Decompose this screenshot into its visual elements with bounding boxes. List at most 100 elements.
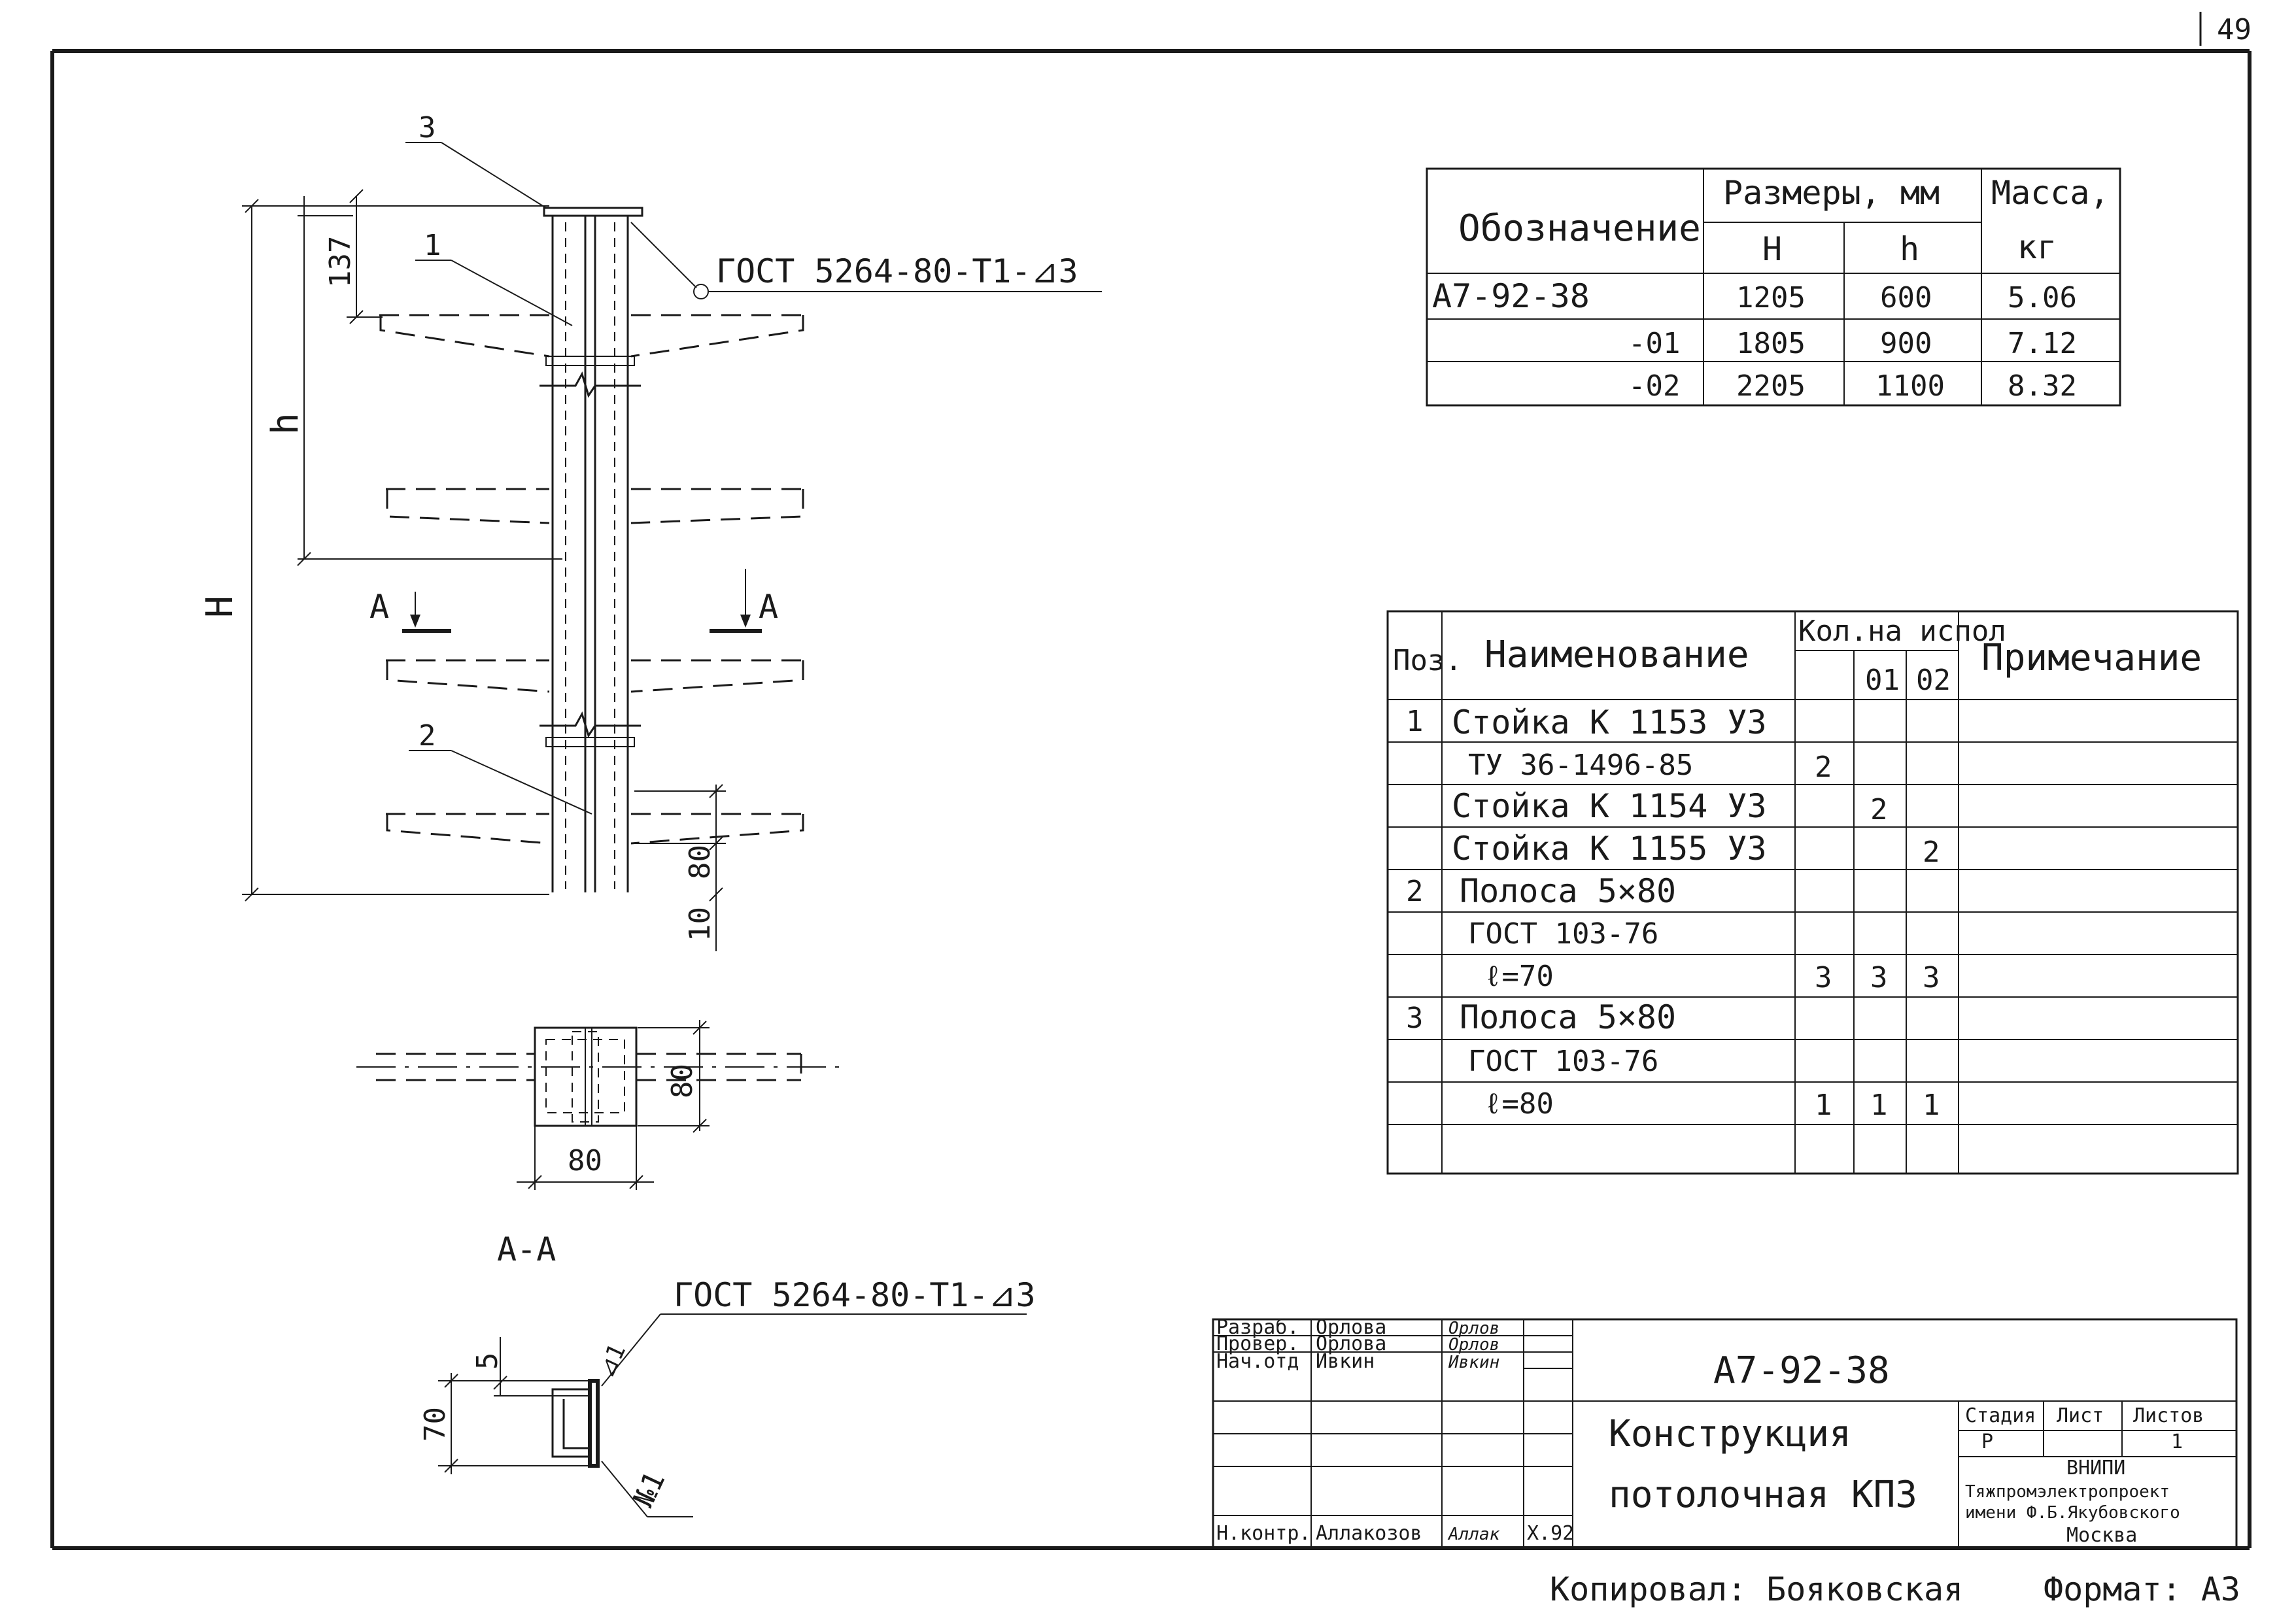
table-row: А7-92-38 1205 600 5.06 bbox=[1432, 277, 2077, 315]
weld-leg: ⊿1 bbox=[592, 1340, 631, 1381]
size-cell-mass: 5.06 bbox=[2008, 281, 2077, 314]
size-cell-h: 600 bbox=[1880, 281, 1932, 314]
size-cell-h: 1100 bbox=[1875, 369, 1945, 403]
tb-org-1: ВНИПИ bbox=[2066, 1457, 2125, 1480]
title-block: Разраб. Орлова Орлов Провер. Орлова Орло… bbox=[1212, 1316, 2238, 1549]
spec-cell-pos: 3 bbox=[1406, 1002, 1424, 1035]
tb-sheets-label: Листов bbox=[2133, 1404, 2204, 1427]
spec-cell-q2: 1 bbox=[1923, 1089, 1940, 1122]
spec-cell-name: Стойка К 1155 У3 bbox=[1452, 830, 1767, 868]
spec-cell-pos: 1 bbox=[1406, 705, 1424, 738]
weld-note-section: ГОСТ 5264-80-Т1-⊿3 bbox=[674, 1276, 1036, 1314]
spec-cell-name: Стойка К 1153 У3 bbox=[1452, 703, 1767, 741]
dim-80-side: 80 bbox=[683, 845, 717, 879]
top-plate bbox=[543, 207, 643, 217]
tb-sheet-label: Лист bbox=[2057, 1404, 2104, 1427]
list-item: Нач.отд Ивкин Ивкин bbox=[1216, 1350, 1499, 1373]
size-cell-mass: 8.32 bbox=[2008, 369, 2077, 403]
spec-th-pos: Поз. bbox=[1393, 644, 1462, 677]
tb-org-4: Москва bbox=[2066, 1524, 2137, 1547]
table-row: Стойка К 1154 У3 2 bbox=[1452, 787, 1888, 826]
size-th-sizes: Размеры, мм bbox=[1723, 174, 1940, 212]
drawing-title-1: Конструкция bbox=[1609, 1413, 1851, 1455]
page-number: 49 bbox=[2217, 13, 2251, 46]
spec-cell-name: ℓ=70 bbox=[1484, 960, 1554, 993]
tb-org-3: имени Ф.Б.Якубовского bbox=[1965, 1503, 2180, 1523]
table-row: ГОСТ 103-76 bbox=[1468, 1045, 1658, 1078]
tb-name: Ивкин bbox=[1316, 1350, 1375, 1373]
size-th-H: Н bbox=[1762, 230, 1782, 268]
spec-cell-name: Полоса 5×80 bbox=[1460, 872, 1676, 910]
weld-number: №1 bbox=[627, 1466, 672, 1512]
size-table: Обозначение Размеры, мм Масса, кг Н h А7… bbox=[1426, 167, 2121, 407]
size-th-mass-unit: кг bbox=[2017, 228, 2057, 266]
tb-role: Разраб. bbox=[1216, 1316, 1299, 1339]
break-line-2 bbox=[539, 711, 641, 738]
dim-5: 5 bbox=[471, 1353, 504, 1370]
drawing-title-2: потолочная КП3 bbox=[1609, 1474, 1917, 1516]
spec-cell-name: ГОСТ 103-76 bbox=[1468, 1045, 1658, 1078]
size-th-designation: Обозначение bbox=[1458, 207, 1701, 250]
spec-cell-q2: 2 bbox=[1923, 836, 1940, 869]
table-row: -02 2205 1100 8.32 bbox=[1628, 369, 2077, 403]
spec-th-note: Примечание bbox=[1981, 637, 2202, 679]
size-cell-designation: -01 bbox=[1628, 327, 1680, 360]
size-cell-h: 900 bbox=[1880, 327, 1932, 360]
spec-cell-name: Полоса 5×80 bbox=[1460, 998, 1676, 1036]
list-item: Разраб. Орлова Орлов bbox=[1216, 1316, 1499, 1339]
plan-view: 80 80 А-А bbox=[356, 1020, 844, 1268]
drawing-code: А7-92-38 bbox=[1713, 1349, 1890, 1392]
spec-cell-name: ГОСТ 103-76 bbox=[1468, 917, 1658, 951]
tb-norm-signature: Аллак bbox=[1447, 1525, 1500, 1544]
size-th-mass: Масса, bbox=[1991, 174, 2110, 212]
tb-signature: Орлов bbox=[1448, 1335, 1499, 1355]
section-mark-left: А bbox=[369, 588, 389, 626]
table-row: 3 Полоса 5×80 bbox=[1406, 998, 1676, 1036]
dim-H: H bbox=[199, 596, 241, 618]
spec-cell-name: ℓ=80 bbox=[1484, 1087, 1554, 1121]
spec-cell-name: ТУ 36-1496-85 bbox=[1468, 749, 1693, 782]
tb-sheets-value: 1 bbox=[2171, 1430, 2183, 1453]
spec-th-qty: Кол.на испол bbox=[1798, 615, 2006, 648]
elevation-view: А А H h 137 80 10 3 bbox=[199, 111, 1102, 951]
spec-cell-q2: 3 bbox=[1923, 961, 1940, 994]
drawing-frame bbox=[50, 49, 2251, 1550]
spec-cell-name: Стойка К 1154 У3 bbox=[1452, 787, 1767, 825]
spec-cell-q0: 3 bbox=[1815, 961, 1832, 994]
spec-cell-q1: 2 bbox=[1870, 793, 1888, 826]
size-th-h: h bbox=[1900, 230, 1919, 268]
callout-pos2: 2 bbox=[419, 719, 436, 753]
spec-cell-q0: 1 bbox=[1815, 1089, 1832, 1122]
callout-pos1: 1 bbox=[424, 229, 441, 262]
list-item: Провер. Орлова Орлов bbox=[1216, 1332, 1499, 1355]
size-cell-H: 2205 bbox=[1736, 369, 1806, 403]
size-cell-mass: 7.12 bbox=[2008, 327, 2077, 360]
dim-137: 137 bbox=[324, 236, 357, 288]
spec-th-name: Наименование bbox=[1484, 634, 1749, 676]
size-cell-H: 1805 bbox=[1736, 327, 1806, 360]
table-row: Стойка К 1155 У3 2 bbox=[1452, 830, 1940, 869]
tb-norm-role: Н.контр. bbox=[1216, 1522, 1311, 1545]
spec-table: Поз. Наименование Кол.на испол 01 02 При… bbox=[1386, 610, 2239, 1175]
tb-signature: Ивкин bbox=[1448, 1353, 1499, 1372]
dim-h: h bbox=[264, 413, 307, 435]
table-row: -01 1805 900 7.12 bbox=[1628, 327, 2077, 360]
tb-signature: Орлов bbox=[1448, 1319, 1499, 1338]
size-cell-designation: -02 bbox=[1628, 369, 1680, 403]
footer-format: Формат: А3 bbox=[2044, 1570, 2240, 1608]
tb-name: Орлова bbox=[1316, 1316, 1386, 1339]
footer-copied: Копировал: Бояковская bbox=[1550, 1570, 1963, 1608]
break-line-1 bbox=[539, 371, 641, 398]
tb-role: Нач.отд bbox=[1216, 1350, 1299, 1373]
size-cell-H: 1205 bbox=[1736, 281, 1806, 314]
tb-stage-label: Стадия bbox=[1965, 1404, 2036, 1427]
table-row: ГОСТ 103-76 bbox=[1468, 917, 1658, 951]
tb-org-2: Тяжпромэлектропроект bbox=[1965, 1482, 2170, 1502]
weld-detail: 70 5 ГОСТ 5264-80-Т1-⊿3 ⊿1 №1 bbox=[419, 1276, 1036, 1517]
callout-pos3: 3 bbox=[419, 111, 436, 144]
